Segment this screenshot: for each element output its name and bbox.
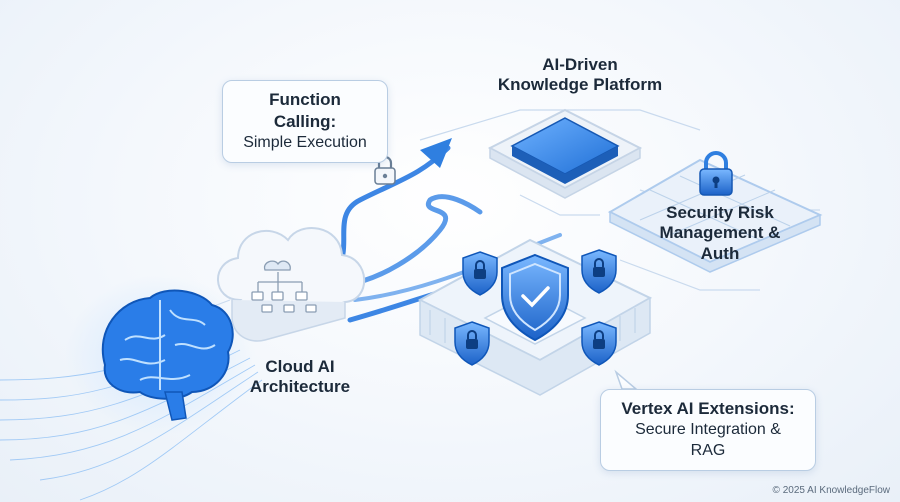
brain-icon xyxy=(0,275,263,501)
cloud-icon xyxy=(217,227,366,342)
vertex-extensions-bubble: Vertex AI Extensions: Secure Integration… xyxy=(600,389,816,471)
vertex-extensions-title: Vertex AI Extensions: xyxy=(621,399,795,418)
security-label-line1: Security Risk xyxy=(666,203,774,222)
shield-icon xyxy=(462,251,498,296)
function-calling-bubble: Function Calling: Simple Execution xyxy=(222,80,388,163)
shield-icon xyxy=(581,321,617,366)
platform-label-line1: AI-Driven xyxy=(542,55,618,74)
cloud-label-line1: Cloud AI xyxy=(265,357,335,376)
platform-label-line2: Knowledge Platform xyxy=(497,75,663,95)
cloud-label: Cloud AI Architecture xyxy=(240,357,360,398)
platform-label: AI-Driven Knowledge Platform xyxy=(490,55,670,96)
shield-icon xyxy=(501,253,569,342)
shield-icon xyxy=(581,249,617,294)
copyright-footer: © 2025 AI KnowledgeFlow xyxy=(772,485,890,496)
shield-icon xyxy=(454,321,490,366)
security-label-line2: Management & xyxy=(659,223,781,243)
arrow-icon xyxy=(420,138,452,168)
cloud-label-line2: Architecture xyxy=(249,377,351,397)
function-calling-subtitle: Simple Execution xyxy=(243,134,367,152)
function-calling-title: Function Calling: xyxy=(269,90,341,132)
lock-icon xyxy=(699,151,733,196)
bubble-tail xyxy=(614,369,639,390)
security-plate xyxy=(607,158,823,273)
security-label-line3: Auth xyxy=(700,243,740,263)
chip-icon xyxy=(487,108,643,199)
security-label: Security Risk Management & Auth xyxy=(650,203,790,264)
vertex-extensions-subtitle: Secure Integration & RAG xyxy=(635,421,781,459)
